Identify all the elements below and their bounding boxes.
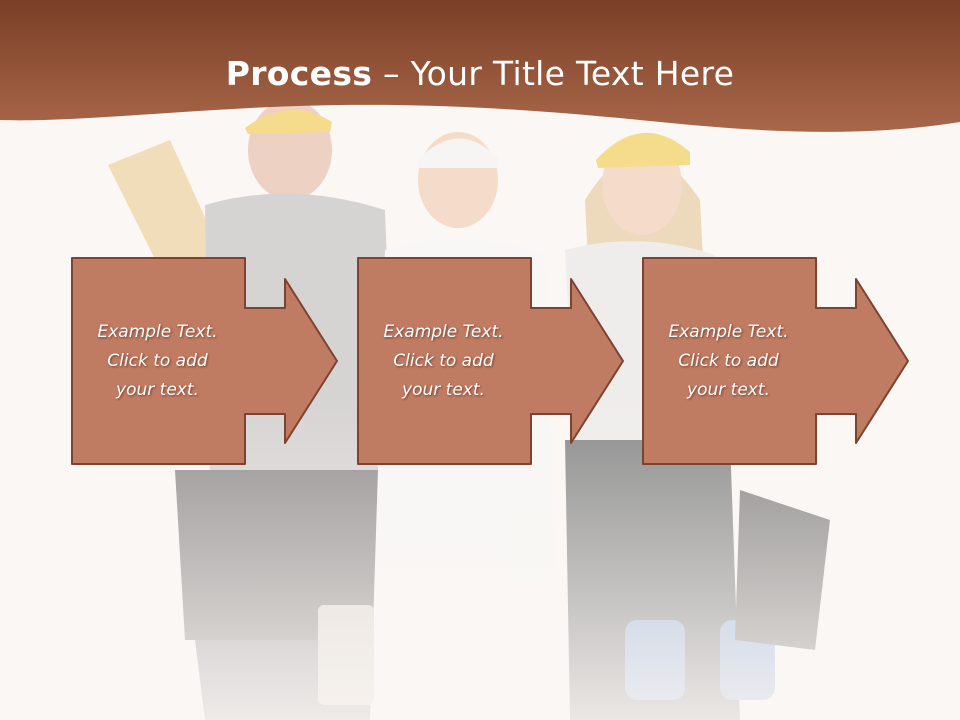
arrow-callout-right-icon [71,257,338,465]
process-step-2[interactable]: Example Text. Click to add your text. [356,256,626,466]
step-text: Example Text. Click to add your text. [383,321,504,400]
step-text: Example Text. Click to add your text. [97,321,218,400]
slide-title[interactable]: Process – Your Title Text Here [0,52,960,96]
process-step-3[interactable]: Example Text. Click to add your text. [641,256,911,466]
arrow-callout-right-icon [357,257,624,465]
title-rest: – Your Title Text Here [372,54,735,93]
step-text: Example Text. Click to add your text. [668,321,789,400]
arrow-callout-right-icon [642,257,909,465]
title-bold: Process [225,54,373,93]
header-band [0,0,960,132]
process-step-1[interactable]: Example Text. Click to add your text. [70,256,340,466]
